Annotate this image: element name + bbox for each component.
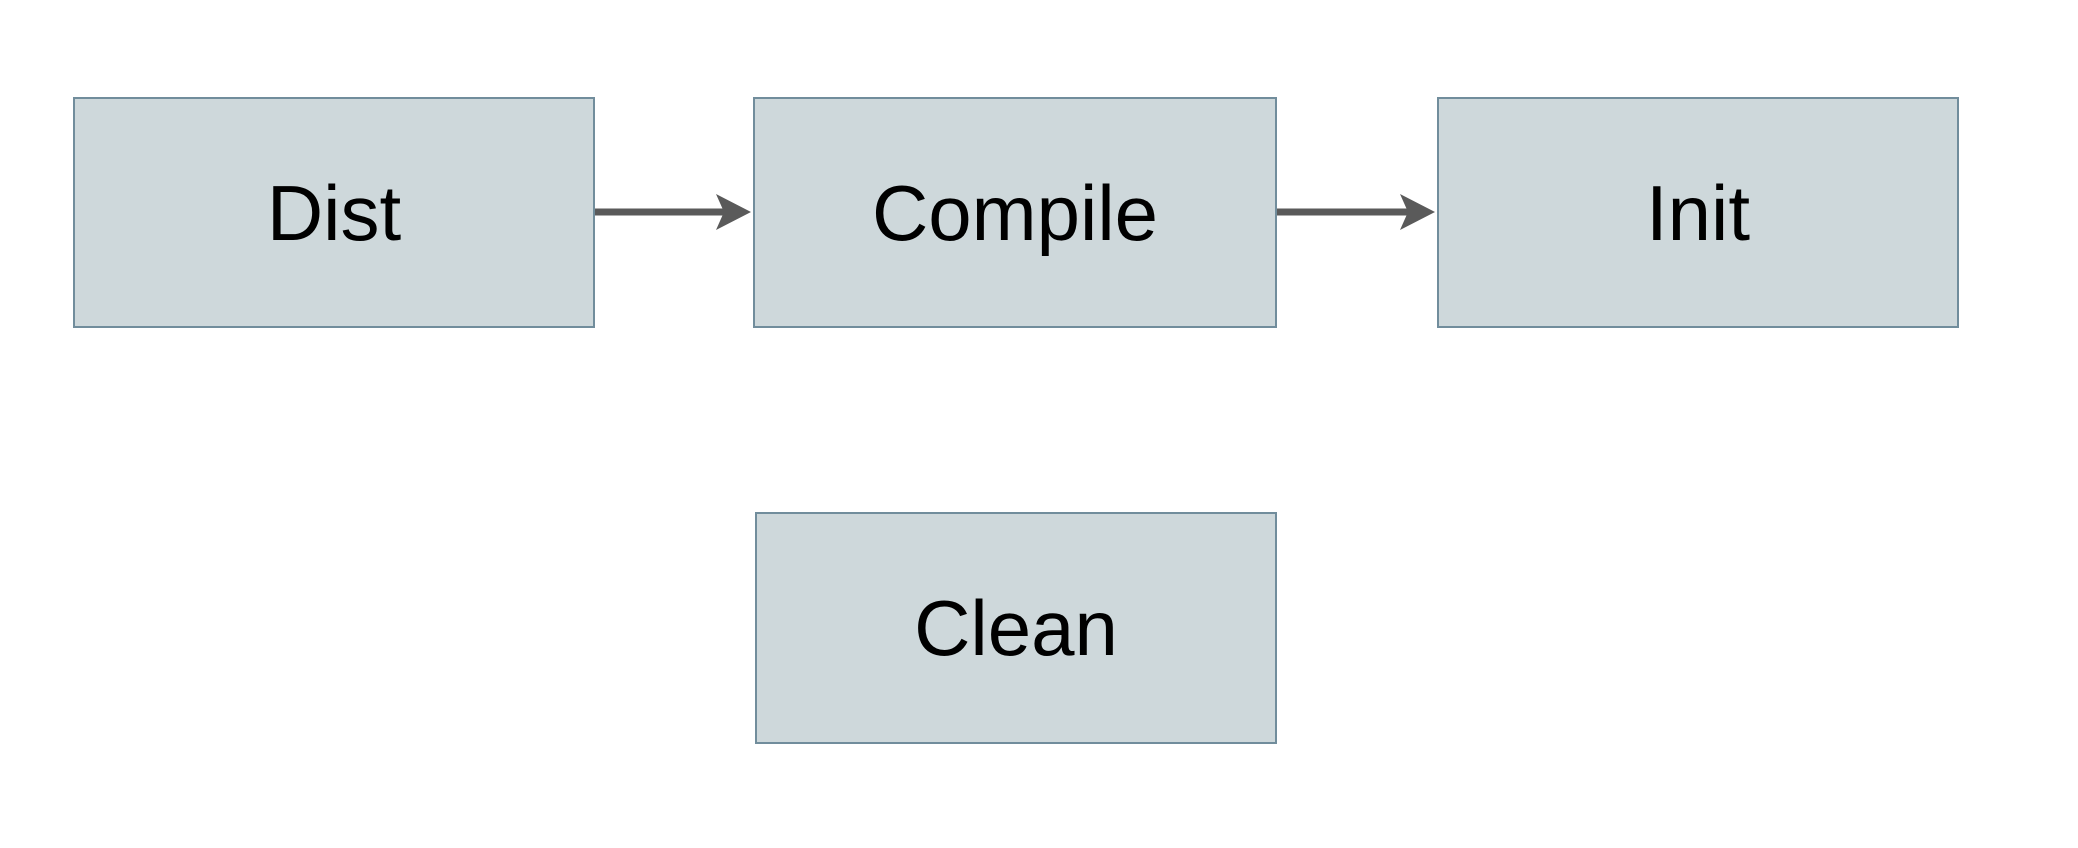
node-compile-label: Compile xyxy=(871,168,1159,257)
edge-dist-to-compile-arrowhead xyxy=(716,194,751,230)
node-clean[interactable]: Clean xyxy=(755,512,1277,744)
node-init-label: Init xyxy=(1645,168,1751,257)
node-clean-label: Clean xyxy=(914,584,1118,672)
node-init[interactable]: Init xyxy=(1437,97,1959,328)
node-compile[interactable]: Compile xyxy=(753,97,1277,328)
node-dist[interactable]: Dist xyxy=(73,97,595,328)
edge-compile-to-init[interactable] xyxy=(1277,194,1435,230)
edge-compile-to-init-arrowhead xyxy=(1400,194,1435,230)
edge-dist-to-compile[interactable] xyxy=(595,194,751,230)
node-dist-label: Dist xyxy=(266,168,402,257)
